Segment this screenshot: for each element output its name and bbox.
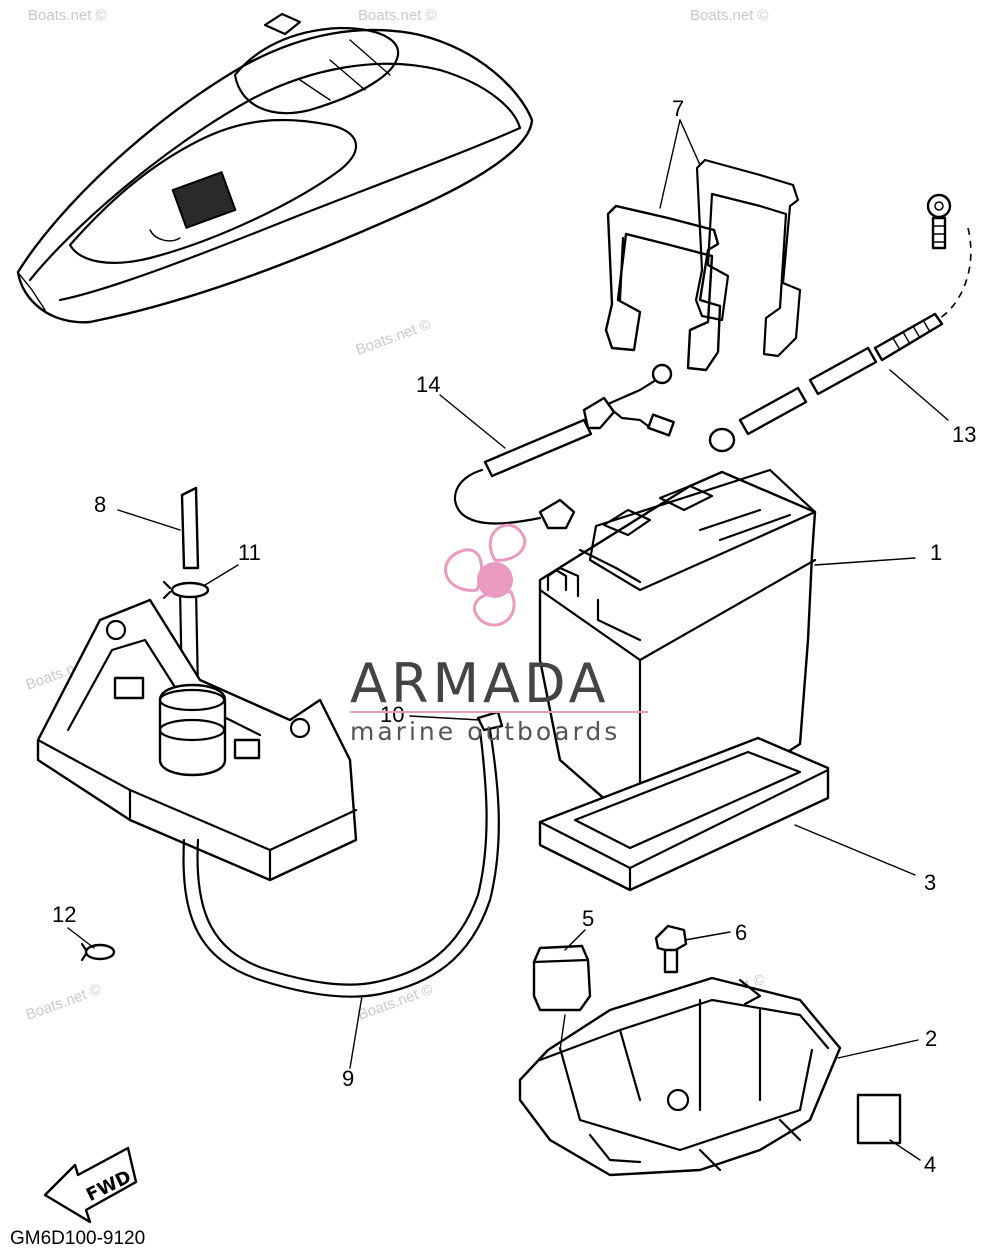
callout-4: 4 [924,1152,936,1177]
battery-holder-bracket [36,598,358,882]
callout-2: 2 [925,1026,937,1051]
bolt [654,924,688,974]
callout-14: 14 [416,372,440,397]
watermark: Boats.net © [354,316,434,359]
rubber-pad [856,1093,902,1145]
watermark: Boats.net © [28,7,107,24]
callout-12: 12 [52,902,76,927]
callout-6: 6 [735,920,747,945]
watermark: Boats.net © [24,981,104,1024]
drain-hose [182,710,504,998]
positive-lead-cable [708,193,972,453]
fwd-arrow-icon: FWD [43,1146,138,1224]
propeller-icon [444,523,527,627]
logo-tagline: marine outboards [350,717,620,746]
small-clamp [80,942,116,962]
diagram-code: GM6D100-9120 [10,1228,145,1249]
callout-10: 10 [380,702,404,727]
watermark: Boats.net © [358,7,437,24]
logo-name: ARMADA [350,652,610,715]
watermark: Boats.net © [690,7,769,24]
callout-7: 7 [672,96,684,121]
negative-lead-cable [453,363,675,530]
callout-13: 13 [952,422,976,447]
callout-8: 8 [94,492,106,517]
leader-lines [67,119,949,1161]
terminal-cap [532,944,592,1012]
callout-3: 3 [924,870,936,895]
battery-box [518,976,842,1177]
callout-9: 9 [342,1066,354,1091]
callout-5: 5 [582,906,594,931]
battery-mat [538,736,830,892]
watercraft-overview [16,12,534,324]
watermark: Boats.net © [356,981,436,1024]
callout-11: 11 [238,540,261,565]
callout-labels: 1 2 3 4 5 6 7 8 9 10 11 12 13 14 [52,96,976,1177]
armada-logo: ARMADA marine outboards [350,523,648,746]
battery-band-pair [604,158,802,372]
hose-clamp [162,580,210,600]
callout-1: 1 [930,540,942,565]
